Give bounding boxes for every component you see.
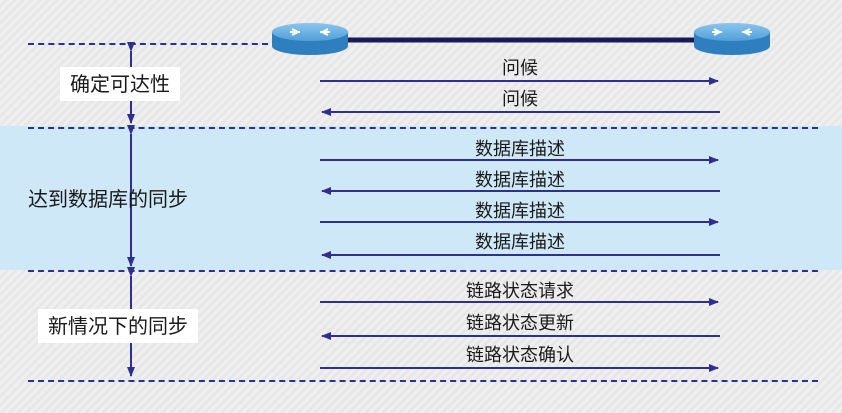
sync-phase-band <box>0 126 842 270</box>
router-icon <box>694 23 770 55</box>
message-label: 链路状态请求 <box>466 281 574 302</box>
phase-separator-bottom <box>28 380 818 382</box>
phase-label-new-sync: 新情况下的同步 <box>38 309 198 343</box>
message-label: 数据库描述 <box>475 201 565 222</box>
message-label: 问候 <box>502 58 538 79</box>
message-label: 数据库描述 <box>475 232 565 253</box>
phase-separator-1 <box>28 127 818 129</box>
phase-separator-2 <box>28 270 818 272</box>
message-label: 链路状态确认 <box>466 345 574 366</box>
phase-separator-top <box>28 43 268 45</box>
phase-label-reachability: 确定可达性 <box>60 67 180 101</box>
message-label: 问候 <box>502 89 538 110</box>
router-icon <box>272 23 348 55</box>
message-label: 链路状态更新 <box>466 313 574 334</box>
phase-label-db-sync: 达到数据库的同步 <box>28 187 188 211</box>
message-label: 数据库描述 <box>475 139 565 160</box>
message-label: 数据库描述 <box>475 170 565 191</box>
